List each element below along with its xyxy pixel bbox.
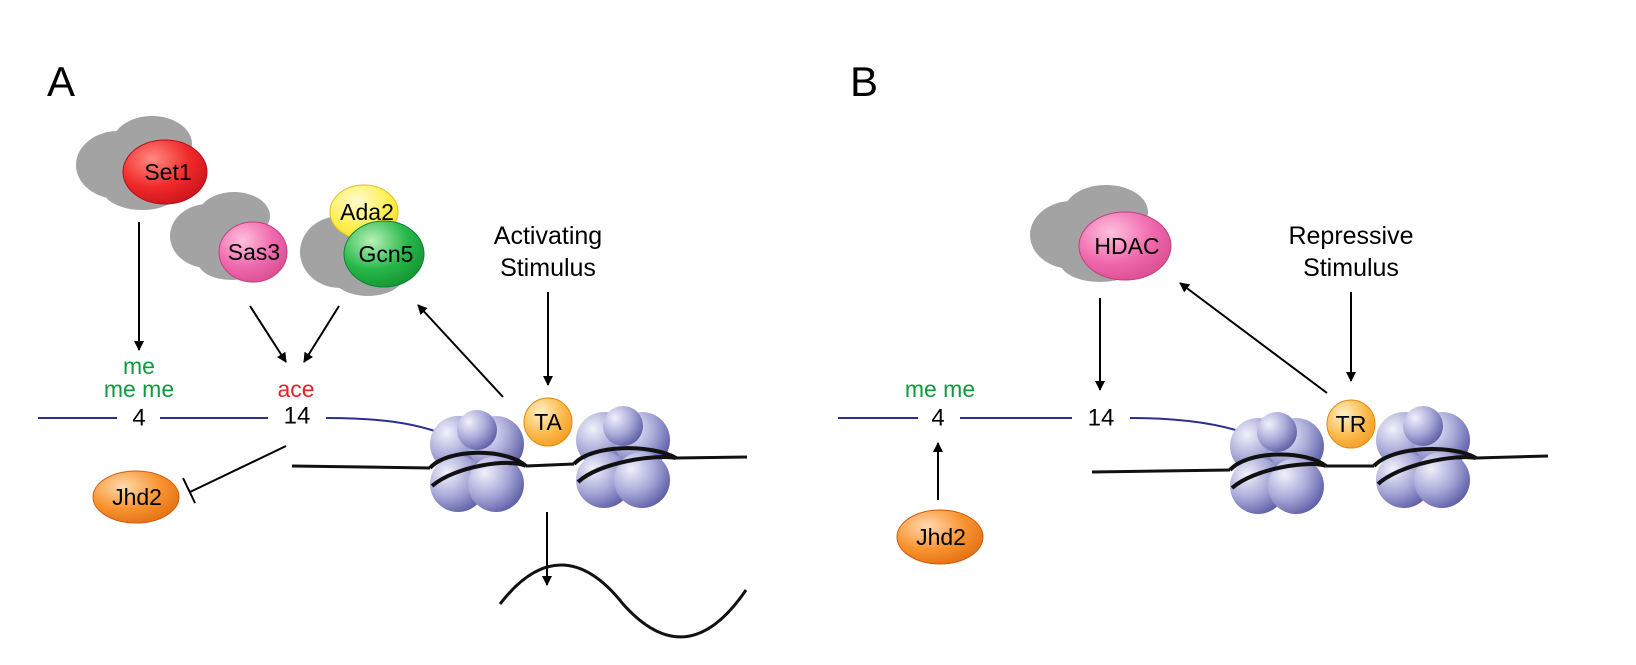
sas3-ellipse (218, 221, 288, 283)
k4-me-b: me me (905, 376, 975, 402)
jhd2-b-ellipse (896, 509, 984, 565)
k14-ace: ace (277, 376, 314, 402)
ta-recruit-arrow (417, 304, 504, 398)
k4-me-line1: me (123, 353, 155, 379)
saga-complex: Ada2 Gcn5 (300, 184, 425, 296)
set1-complex: Set1 (76, 116, 208, 210)
jhd2-a-label: Jhd2 (112, 484, 162, 510)
nucleosome (572, 406, 678, 508)
stimulus-b-line1: Repressive (1288, 222, 1413, 250)
ta-factor (523, 397, 573, 447)
sas3-to-k14-arrow (249, 305, 287, 363)
site-k4-b: 4 (931, 405, 944, 432)
nucleosome (428, 410, 528, 512)
gcn5-label: Gcn5 (359, 241, 414, 267)
stimulus-a-line2: Stimulus (500, 254, 596, 282)
sas3-complex: Sas3 (170, 192, 288, 283)
site-k4: 4 (132, 405, 145, 432)
panel-label-b: B (850, 58, 878, 105)
jhd2-inhibition-line (189, 445, 287, 493)
hdac-ellipse (1078, 211, 1172, 281)
set1-label: Set1 (144, 159, 191, 185)
hdac-complex: HDAC (1030, 185, 1172, 282)
site-k14-b: 14 (1088, 405, 1115, 432)
dna-linker (1091, 454, 1549, 474)
jhd2-inhibition-bar (182, 477, 196, 504)
hdac-label: HDAC (1094, 233, 1159, 259)
tr-recruit-arrow (1179, 282, 1328, 394)
stimulus-a-line1: Activating (494, 222, 602, 250)
jhd2-a-ellipse (92, 470, 180, 524)
mrna-transcript (498, 563, 748, 639)
site-k14: 14 (284, 403, 311, 430)
set1-ellipse (122, 139, 208, 205)
nucleosome (1372, 406, 1478, 508)
gcn5-to-k14-arrow (303, 305, 340, 363)
histone-tail-segment (1129, 417, 1249, 435)
nucleosome (1228, 412, 1328, 514)
k4-me-line2: me me (104, 376, 174, 402)
gcn5-ellipse (343, 220, 425, 288)
histone-tail-segment (325, 417, 449, 437)
ta-label: TA (534, 409, 562, 435)
stimulus-b-line2: Stimulus (1303, 254, 1399, 282)
panel-label-a: A (47, 58, 75, 105)
dna-linker (291, 455, 748, 470)
jhd2-b-label: Jhd2 (916, 524, 966, 550)
tr-factor (1326, 399, 1376, 449)
tr-label: TR (1336, 411, 1367, 437)
sas3-label: Sas3 (228, 239, 280, 265)
